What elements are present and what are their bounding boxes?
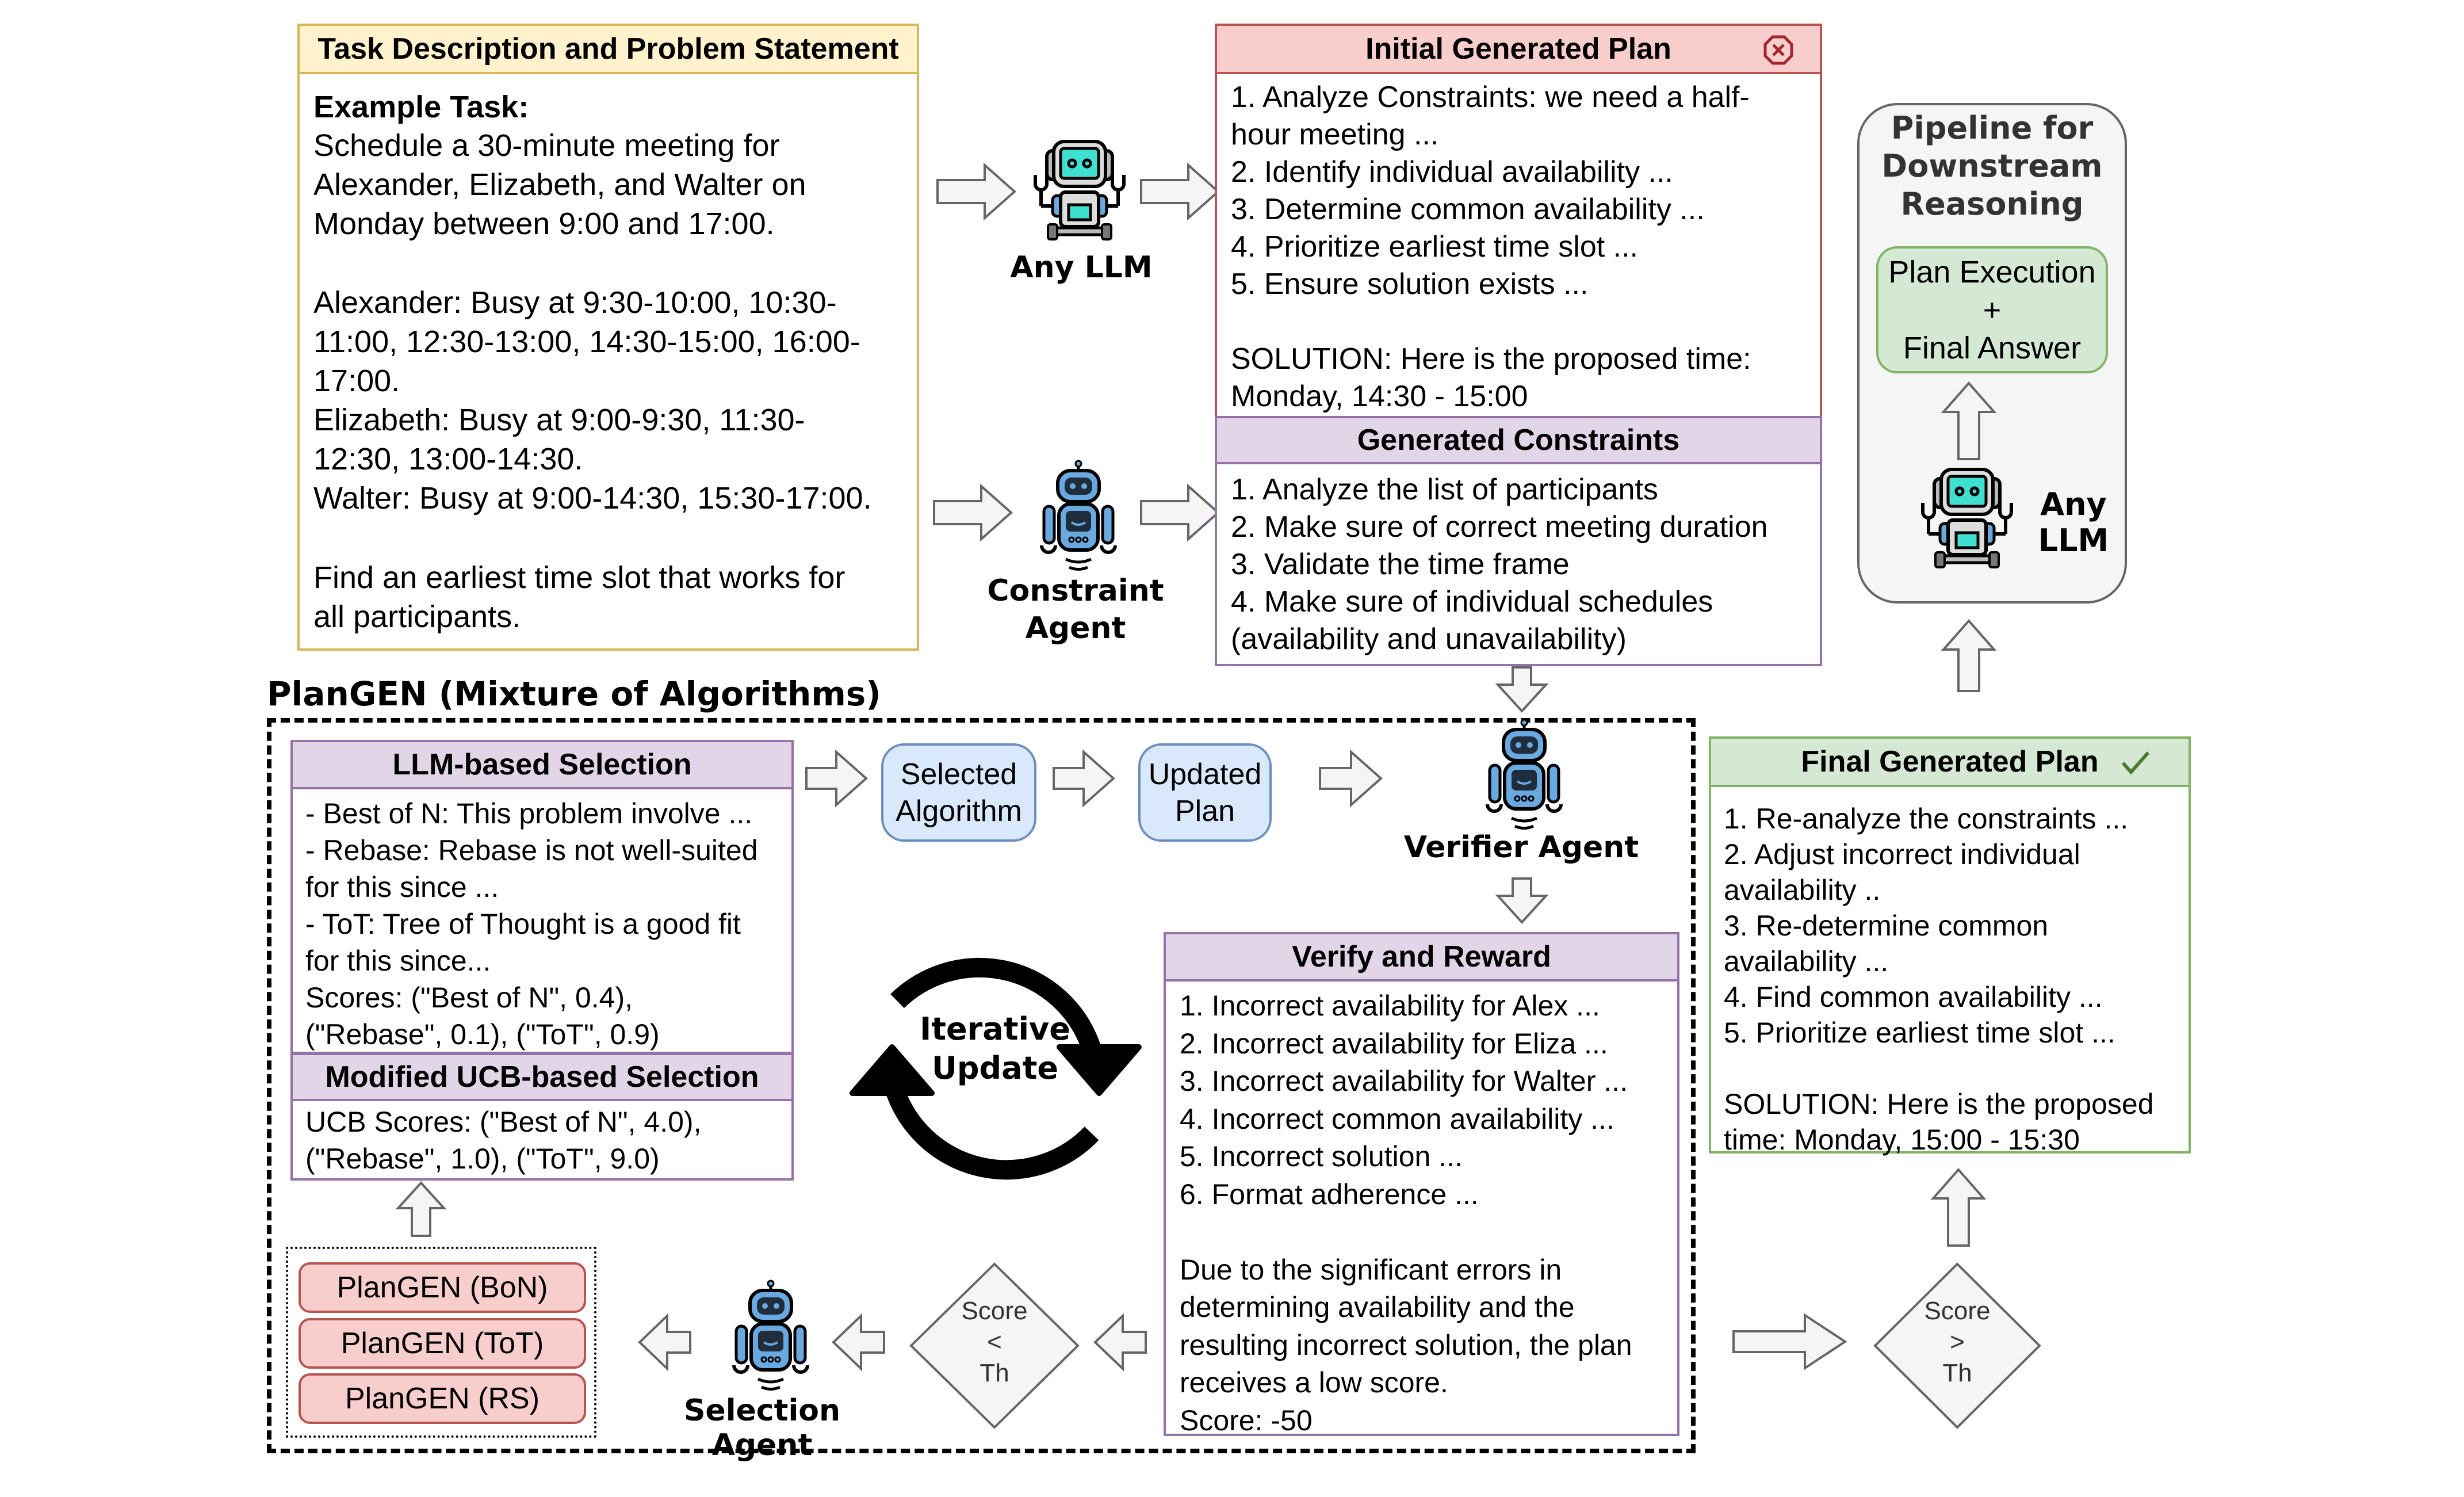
arrow-llm-to-initial-plan xyxy=(1140,162,1220,221)
decision-high-op: > xyxy=(1950,1328,1965,1356)
arrow-algorithm-to-updated-plan xyxy=(1053,749,1116,808)
pipeline-llm-label-line1: Any xyxy=(2040,486,2107,522)
arrow-algorithms-to-ucb xyxy=(395,1181,447,1237)
iterative-update-cycle-icon xyxy=(850,957,1142,1180)
arrow-final-plan-to-pipeline xyxy=(1941,618,1997,692)
ucb-selection-header: Modified UCB-based Selection xyxy=(293,1055,791,1101)
final-plan-header: Final Generated Plan xyxy=(1711,739,2188,787)
arrow-task-to-llm xyxy=(936,162,1017,221)
plangen-region xyxy=(267,718,1696,1453)
arrow-constraints-to-verifier xyxy=(1495,666,1549,713)
algorithm-option-bon[interactable]: PlanGEN (BoN) xyxy=(299,1262,586,1313)
verify-reward-title: Verify and Reward xyxy=(1292,940,1551,973)
arrow-verifier-to-verify xyxy=(1495,877,1549,924)
arrow-selection-agent-to-algorithms xyxy=(638,1313,691,1372)
selected-algorithm-box: Selected Algorithm xyxy=(881,743,1036,842)
initial-plan-steps: 1. Analyze Constraints: we need a half- … xyxy=(1231,81,1751,413)
arrow-decision-to-final-plan xyxy=(1930,1167,1987,1247)
verifier-agent-robot-icon xyxy=(1486,719,1563,830)
task-description-title: Task Description and Problem Statement xyxy=(317,32,899,66)
iterative-update-label: Iterative Update xyxy=(920,1011,1070,1086)
decision-low-top: Score xyxy=(961,1297,1028,1325)
arrow-constraint-agent-to-constraints xyxy=(1140,483,1220,542)
decision-high-top: Score xyxy=(1924,1297,1991,1325)
plan-execution-box: Plan Execution + Final Answer xyxy=(1876,246,2108,373)
plan-execution-text: Plan Execution + Final Answer xyxy=(1888,254,2096,365)
algorithm-option-rs-label: PlanGEN (RS) xyxy=(345,1382,540,1415)
arrow-llm-to-execution xyxy=(1941,381,1997,460)
pipeline-title: Pipeline for Downstream Reasoning xyxy=(1881,110,2103,222)
final-plan-title: Final Generated Plan xyxy=(1801,745,2099,778)
llm-selection-box: LLM-based Selection - Best of N: This pr… xyxy=(290,740,794,1054)
verify-reward-box: Verify and Reward 1. Incorrect availabil… xyxy=(1164,932,1679,1437)
updated-plan-box: Updated Plan xyxy=(1138,743,1272,842)
x-octagon-icon xyxy=(1763,35,1793,65)
constraint-agent-label-line2: Agent xyxy=(1025,611,1126,646)
decision-high-bottom: Th xyxy=(1942,1359,1972,1387)
generated-constraints-header: Generated Constraints xyxy=(1217,418,1820,464)
ucb-selection-box: Modified UCB-based Selection UCB Scores:… xyxy=(290,1053,794,1181)
llm-selection-header: LLM-based Selection xyxy=(293,742,791,789)
verifier-agent-label: Verifier Agent xyxy=(1403,830,1639,865)
verify-reward-text: 1. Incorrect availability for Alex ... 2… xyxy=(1180,990,1632,1437)
decision-score-above-threshold xyxy=(1873,1262,2041,1429)
generated-constraints-title: Generated Constraints xyxy=(1357,423,1680,457)
task-goal-text: Find an earliest time slot that works fo… xyxy=(313,560,845,634)
llm-robot-icon xyxy=(1034,140,1126,240)
final-plan-steps: 1. Re-analyze the constraints ... 2. Adj… xyxy=(1724,803,2154,1156)
arrow-verify-to-decision xyxy=(1732,1313,1847,1370)
ucb-selection-text: UCB Scores: ("Best of N", 4.0), ("Rebase… xyxy=(305,1106,702,1175)
initial-plan-header: Initial Generated Plan xyxy=(1217,26,1820,74)
example-task-heading: Example Task: xyxy=(313,90,529,124)
llm-selection-text: - Best of N: This problem involve ... - … xyxy=(305,797,758,1051)
decision-low-op: < xyxy=(987,1328,1002,1356)
verify-reward-header: Verify and Reward xyxy=(1166,934,1677,982)
arrow-decision-to-selection-agent xyxy=(832,1313,885,1372)
constraint-agent-label-line1: Constraint xyxy=(987,574,1164,608)
algorithm-option-tot[interactable]: PlanGEN (ToT) xyxy=(299,1318,586,1369)
task-busy-schedules: Alexander: Busy at 9:30-10:00, 10:30- 11… xyxy=(313,285,872,515)
decision-low-bottom: Th xyxy=(980,1359,1009,1387)
task-description-header: Task Description and Problem Statement xyxy=(300,26,917,74)
arrow-task-to-constraint-agent xyxy=(933,483,1013,542)
initial-plan-box: Initial Generated Plan 1. Analyze Constr… xyxy=(1215,24,1822,417)
arrow-selection-to-algorithm xyxy=(805,749,868,808)
arrow-updated-plan-to-verifier xyxy=(1319,749,1383,808)
pipeline-llm-robot-icon xyxy=(1921,468,2013,568)
algorithm-pool xyxy=(286,1247,596,1438)
constraint-agent-robot-icon xyxy=(1040,460,1117,571)
algorithm-option-tot-label: PlanGEN (ToT) xyxy=(340,1327,544,1360)
llm-selection-title: LLM-based Selection xyxy=(392,748,692,781)
task-description-text: Schedule a 30-minute meeting for Alexand… xyxy=(313,128,806,241)
selection-agent-label: Selection Agent xyxy=(683,1393,841,1462)
algorithm-option-bon-label: PlanGEN (BoN) xyxy=(336,1271,548,1304)
arrow-verify-to-decision-low xyxy=(1093,1313,1147,1372)
final-plan-box: Final Generated Plan 1. Re-analyze the c… xyxy=(1709,736,2191,1156)
updated-plan-text: Updated Plan xyxy=(1148,757,1262,828)
pipeline-llm-label-line2: LLM xyxy=(2038,522,2109,559)
check-icon xyxy=(2121,751,2150,775)
generated-constraints-box: Generated Constraints 1. Analyze the lis… xyxy=(1215,416,1822,666)
task-description-box: Task Description and Problem Statement E… xyxy=(297,24,919,651)
algorithm-option-rs[interactable]: PlanGEN (RS) xyxy=(299,1373,586,1424)
decision-score-below-threshold xyxy=(909,1262,1080,1429)
plangen-title: PlanGEN (Mixture of Algorithms) xyxy=(267,674,881,713)
selected-algorithm-text: Selected Algorithm xyxy=(896,757,1022,828)
generated-constraints-items: 1. Analyze the list of participants 2. M… xyxy=(1231,473,1768,656)
ucb-selection-title: Modified UCB-based Selection xyxy=(325,1060,759,1094)
initial-plan-title: Initial Generated Plan xyxy=(1365,32,1671,66)
selection-agent-robot-icon xyxy=(732,1280,809,1391)
any-llm-label: Any LLM xyxy=(1010,250,1153,285)
